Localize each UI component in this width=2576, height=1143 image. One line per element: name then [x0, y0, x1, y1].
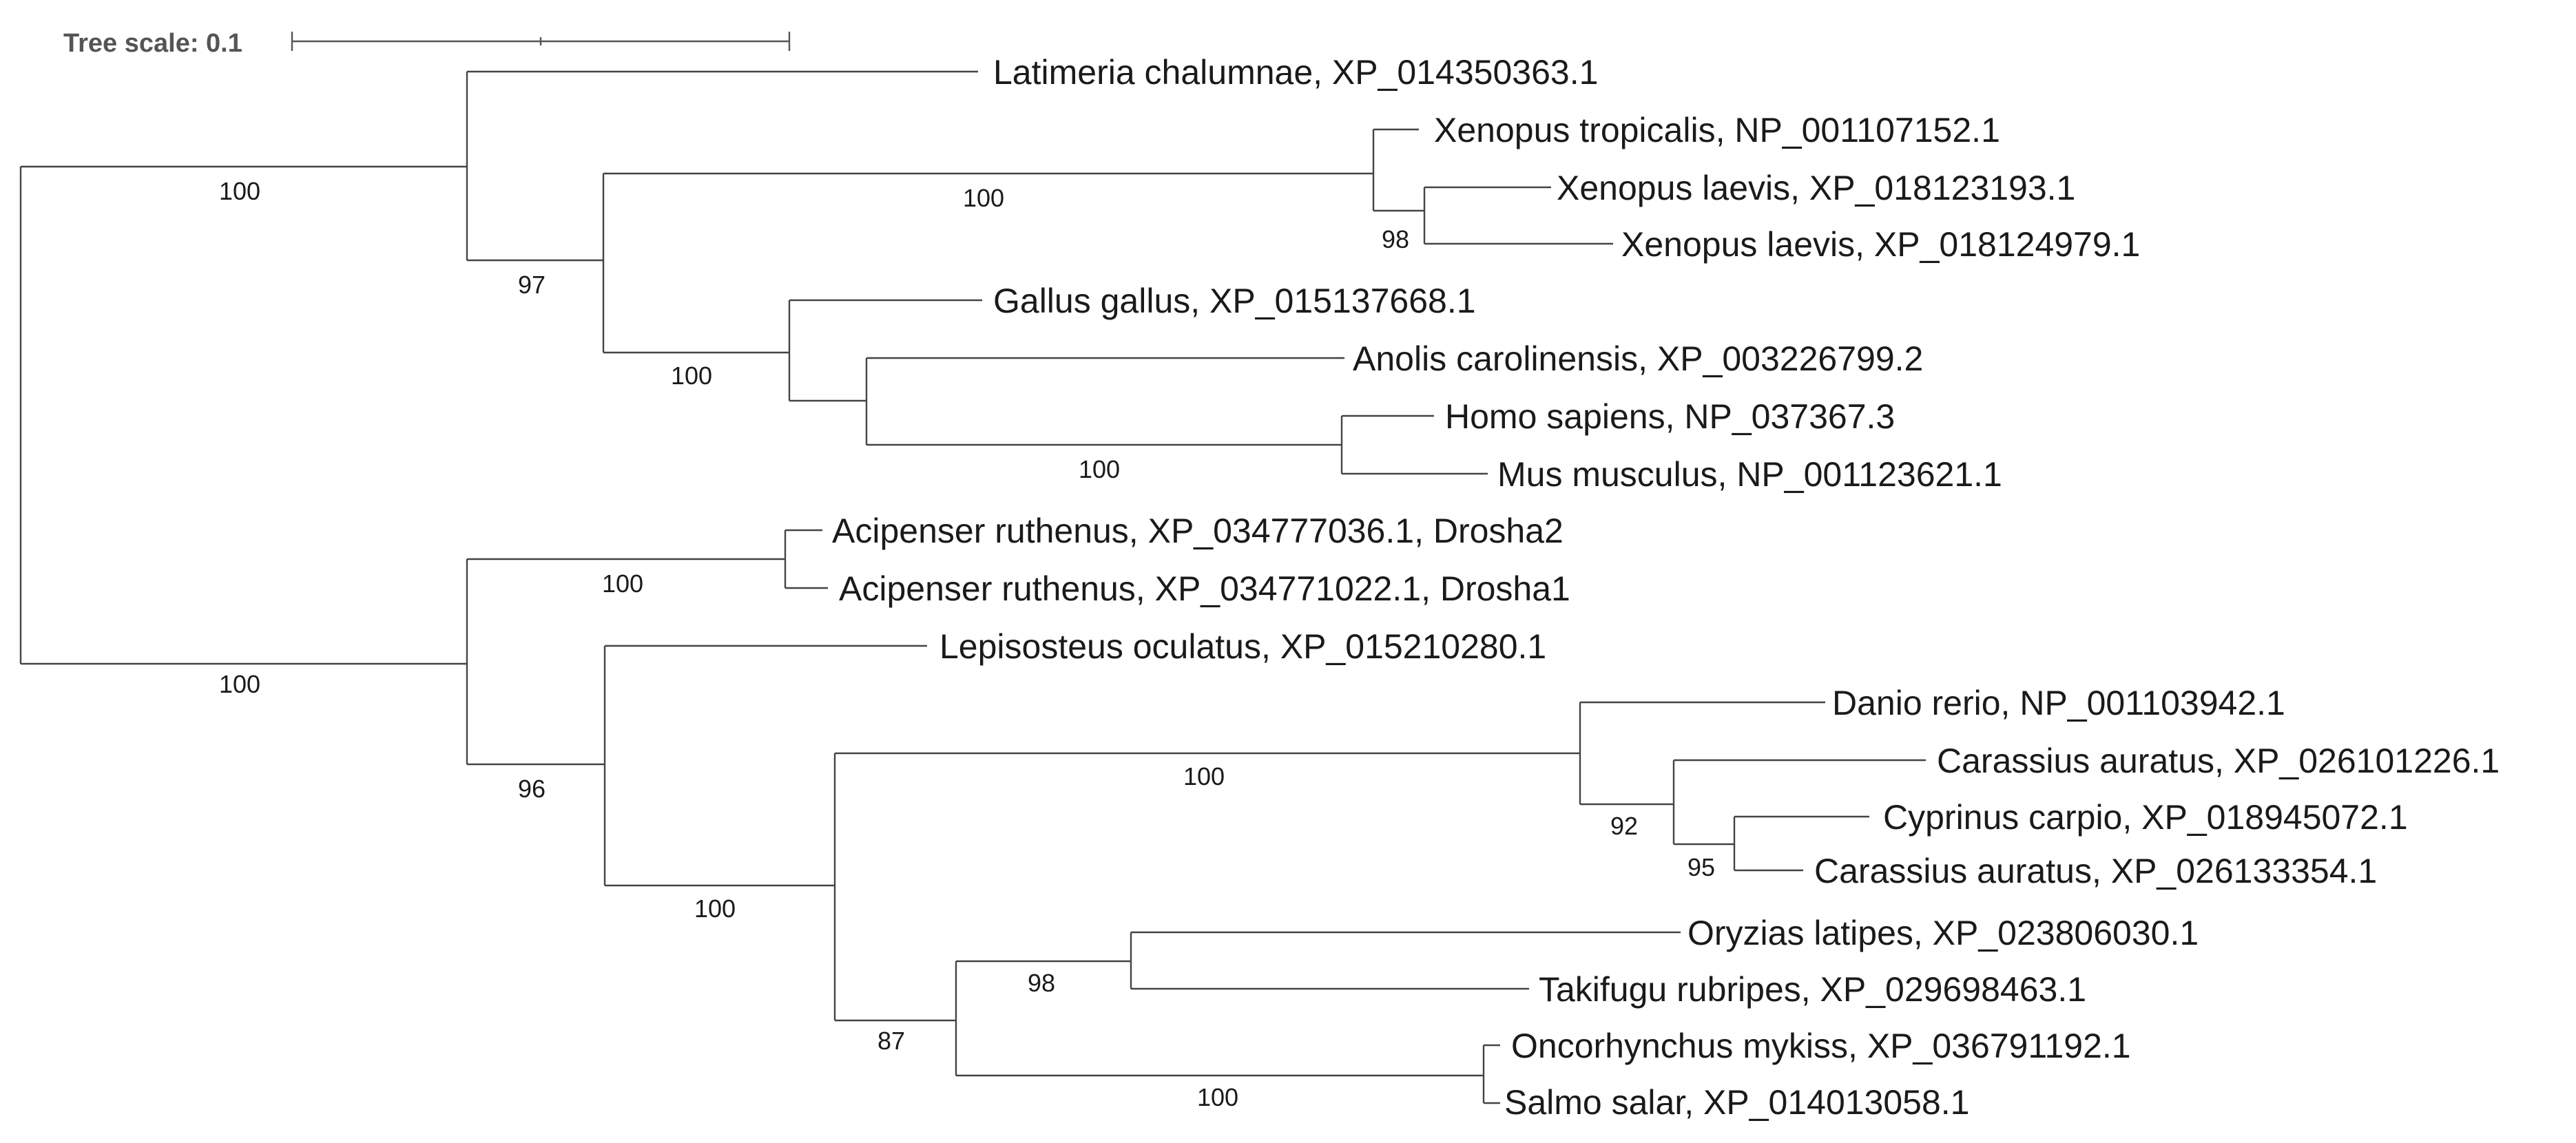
support-acipenser: 100: [602, 569, 643, 598]
support-mammal: 100: [1079, 455, 1120, 483]
support-tetrapod: 97: [518, 271, 546, 299]
support-percomorph: 98: [1028, 969, 1055, 997]
leaf-label-oncorhynchus: Oncorhynchus mykiss, XP_036791192.1: [1511, 1027, 2131, 1065]
leaf-label-carassius-2: Carassius auratus, XP_026133354.1: [1814, 852, 2377, 890]
leaf-label-homo: Homo sapiens, NP_037367.3: [1445, 397, 1895, 436]
leaf-label-takifugu: Takifugu rubripes, XP_029698463.1: [1539, 970, 2086, 1009]
leaf-label-mus: Mus musculus, NP_001123621.1: [1497, 455, 2002, 494]
leaf-label-xenopus-tropicalis: Xenopus tropicalis, NP_001107152.1: [1434, 111, 2000, 149]
leaf-label-gallus: Gallus gallus, XP_015137668.1: [993, 282, 1476, 320]
support-neopterygii: 96: [518, 775, 546, 803]
support-values: 100 100 97 100 98 100 100 100 96 100 100…: [219, 177, 1715, 1111]
tree-scale: Tree scale: 0.1: [63, 29, 791, 58]
leaf-label-cyprinus: Cyprinus carpio, XP_018945072.1: [1883, 798, 2408, 837]
support-xenopus: 100: [963, 184, 1004, 212]
leaf-label-xenopus-laevis-1: Xenopus laevis, XP_018123193.1: [1557, 169, 2075, 207]
support-xenopus-laevis: 98: [1382, 225, 1409, 253]
leaf-label-oryzias: Oryzias latipes, XP_023806030.1: [1687, 914, 2199, 952]
leaf-label-salmo: Salmo salar, XP_014013058.1: [1504, 1083, 1970, 1122]
leaf-label-anolis: Anolis carolinensis, XP_003226799.2: [1353, 339, 1923, 378]
leaf-label-latimeria: Latimeria chalumnae, XP_014350363.1: [993, 53, 1598, 92]
leaf-labels: Latimeria chalumnae, XP_014350363.1 Xeno…: [832, 53, 2500, 1122]
leaf-label-carassius-1: Carassius auratus, XP_026101226.1: [1937, 742, 2500, 780]
support-salmonid: 100: [1197, 1083, 1238, 1111]
support-percomorph-salmonid: 87: [877, 1027, 905, 1055]
leaf-label-xenopus-laevis-2: Xenopus laevis, XP_018124979.1: [1621, 225, 2140, 264]
support-root-top: 100: [219, 177, 260, 205]
support-root-bottom: 100: [219, 670, 260, 698]
support-teleost: 100: [694, 894, 736, 923]
leaf-label-danio: Danio rerio, NP_001103942.1: [1832, 684, 2285, 722]
support-cyprinus-carassius: 95: [1687, 853, 1715, 881]
support-amniote: 100: [671, 361, 712, 390]
tree-scale-label: Tree scale: 0.1: [63, 29, 242, 58]
support-carassius-cyprinus: 92: [1610, 812, 1638, 840]
leaf-label-lepisosteus: Lepisosteus oculatus, XP_015210280.1: [939, 627, 1546, 666]
tree-branches: [19, 70, 1926, 1104]
leaf-label-acipenser-1: Acipenser ruthenus, XP_034771022.1, Dros…: [839, 569, 1570, 608]
support-cyprinid: 100: [1183, 762, 1225, 790]
leaf-label-acipenser-2: Acipenser ruthenus, XP_034777036.1, Dros…: [832, 512, 1564, 550]
